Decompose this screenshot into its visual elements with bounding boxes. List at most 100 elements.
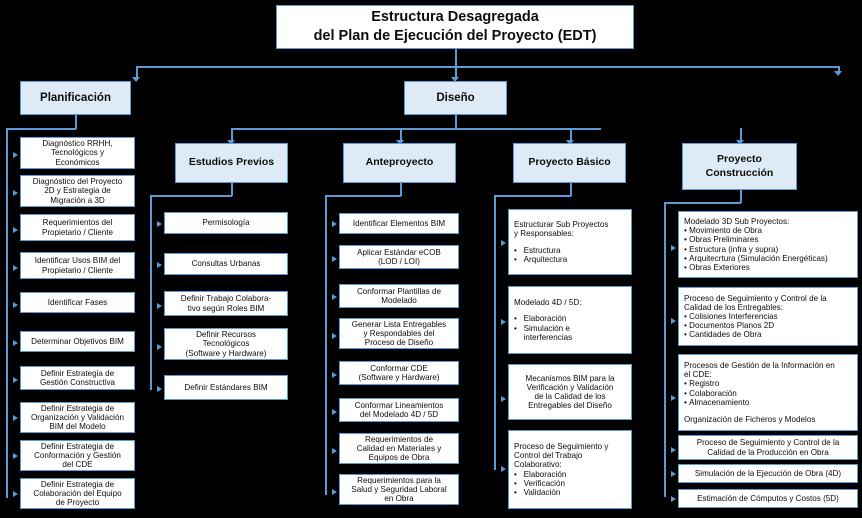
arrow-leaf-c1 [671, 318, 676, 324]
arrow-into-proyecto-construccion [736, 140, 744, 145]
node-diseno-label: Diseño [436, 91, 475, 104]
leaf-construccion-0-heading: Modelado 3D Sub Proyectos: [684, 217, 790, 227]
leaf-estudios-4[interactable]: Definir Estándares BIM [164, 375, 288, 400]
leaf-estudios-2[interactable]: Definir Trabajo Colabora- tivo según Rol… [164, 291, 288, 316]
leaf-planificacion-6[interactable]: Definir Estrategia de Gestión Constructi… [20, 366, 135, 390]
connector-planificacion-stem [75, 114, 77, 129]
leaf-basico-1-bullet-1: • Simulación e interferencias [514, 323, 573, 342]
leaf-planificacion-8[interactable]: Definir Estrategia de Conformación y Ges… [20, 440, 135, 471]
connector-basico-spine [494, 195, 496, 470]
leaf-basico-2[interactable]: Mecanismos BIM para la Verificación y Va… [508, 364, 632, 420]
connector-root-stem [455, 48, 457, 67]
arrow-leaf-e2 [157, 303, 162, 309]
arrow-leaf-e4 [157, 386, 162, 392]
leaf-anteproyecto-0[interactable]: Identificar Elementos BIM [339, 213, 459, 234]
leaf-construccion-0-bullet-4-text: Obras Exteriores [689, 262, 750, 272]
leaf-construccion-1[interactable]: Proceso de Seguimiento y Control de la C… [678, 287, 858, 346]
leaf-estudios-0[interactable]: Permisología [164, 212, 288, 234]
node-proyecto-basico[interactable]: Proyecto Básico [513, 143, 626, 183]
leaf-planificacion-7[interactable]: Definir Estrategia de Organización y Val… [20, 402, 135, 433]
leaf-planificacion-9[interactable]: Definir Estrategia de Colaboración del E… [20, 478, 135, 509]
node-estudios-previos[interactable]: Estudios Previos [175, 143, 288, 183]
leaf-construccion-1-bullet-2-text: Cantidades de Obra [689, 330, 762, 340]
arrow-leaf-e0 [157, 221, 162, 227]
leaf-anteproyecto-4[interactable]: Conformar CDE (Software y Hardware) [339, 361, 459, 385]
leaf-construccion-1-bullet-1: • Documentos Planos 2D [684, 321, 775, 331]
arrow-leaf-c5 [671, 496, 676, 502]
leaf-basico-1[interactable]: Modelado 4D / 5D: • Elaboración • Simula… [508, 286, 632, 354]
leaf-anteproyecto-3-text: Generar Lista Entregables y Respondables… [351, 319, 447, 348]
arrow-leaf-c4 [671, 471, 676, 477]
leaf-basico-1-bullet-1-text: Simulación e interferencias [523, 323, 573, 342]
leaf-construccion-2-heading: Procesos de Gestión de la Información en… [684, 361, 835, 380]
arrow-into-diseno [451, 77, 459, 82]
node-proyecto-construccion[interactable]: Proyecto Construcción [682, 143, 797, 190]
leaf-construccion-0-bullet-3-text: Arquitecrtura (Simulación Energéticas) [689, 253, 828, 263]
leaf-planificacion-2[interactable]: Requerimientos del Propietario / Cliente [20, 214, 135, 241]
leaf-anteproyecto-7-text: Requerimientos para la Salud y Seguridad… [351, 475, 447, 504]
leaf-anteproyecto-3[interactable]: Generar Lista Entregables y Respondables… [339, 318, 459, 349]
connector-root-to-planificacion [136, 66, 138, 78]
arrow-leaf-e1 [157, 262, 162, 268]
leaf-estudios-3-text: Definir Recursos Tecnológicos (Software … [185, 330, 267, 358]
connector-planificacion-bend [6, 128, 76, 130]
leaf-basico-0[interactable]: Estructurar Sub Proyectos y Responsables… [508, 209, 632, 275]
leaf-basico-3-bullet-0-text: Elaboración [523, 469, 567, 479]
node-diseno[interactable]: Diseño [404, 81, 507, 115]
connector-diseno-bus [231, 128, 601, 130]
connector-estudios-stem [231, 183, 233, 196]
leaf-planificacion-1-text: Diagnóstico del Proyecto 2D y Estrategia… [32, 177, 123, 205]
leaf-anteproyecto-1[interactable]: Aplicar Estándar eCOB (LOD / LOI) [339, 245, 459, 269]
leaf-anteproyecto-1-text: Aplicar Estándar eCOB (LOD / LOI) [357, 247, 441, 266]
leaf-estudios-1[interactable]: Consultas Urbanas [164, 253, 288, 275]
arrow-leaf-p7 [13, 415, 18, 421]
leaf-basico-3-bullet-2-text: Validación [523, 487, 561, 497]
arrow-leaf-a6 [332, 448, 337, 454]
leaf-construccion-0-bullet-2-text: Estructura (infra y supra) [689, 244, 779, 254]
leaf-planificacion-3[interactable]: Identificar Usos BIM del Propietario / C… [20, 252, 135, 279]
leaf-construccion-4[interactable]: Simulación de la Ejecución de Obra (4D) [678, 464, 858, 483]
arrow-leaf-p5 [13, 340, 18, 346]
arrow-leaf-b0 [501, 240, 506, 246]
leaf-construccion-0-bullet-1-text: Obras Preliminares [689, 235, 759, 245]
arrow-into-planificacion [132, 77, 140, 82]
leaf-construccion-3[interactable]: Proceso de Seguimiento y Control de la C… [678, 435, 858, 460]
node-anteproyecto[interactable]: Anteproyecto [343, 143, 456, 183]
arrow-leaf-a4 [332, 372, 337, 378]
connector-construccion-bend [664, 202, 741, 204]
leaf-anteproyecto-6[interactable]: Requerimientos de Calidad en Materiales … [339, 433, 459, 464]
leaf-construccion-0-bullet-3: • Arquitecrtura (Simulación Energéticas) [684, 253, 828, 263]
connector-anteproyecto-stem [400, 183, 402, 196]
leaf-planificacion-4[interactable]: Identificar Fases [20, 292, 135, 313]
node-planificacion[interactable]: Planificación [20, 81, 131, 115]
arrow-leaf-b1 [501, 319, 506, 325]
leaf-basico-2-heading: Mecanismos BIM para la Verificación y Va… [525, 373, 615, 411]
leaf-planificacion-0[interactable]: Diagnóstico RRHH, Tecnológicos y Económi… [20, 137, 135, 169]
root-title-box: Estructura Desagregada del Plan de Ejecu… [276, 5, 634, 49]
connector-estudios-bend [150, 195, 232, 197]
leaf-planificacion-5[interactable]: Determinar Objetivos BIM [20, 331, 135, 352]
leaf-construccion-5[interactable]: Estimación de Cómputos y Costos (5D) [678, 489, 858, 508]
leaf-construccion-2-bullet-2: • Almacenamiento [684, 397, 750, 407]
arrow-into-estudios-previos [227, 140, 235, 145]
leaf-basico-3-bullet-0: • Elaboración [514, 469, 567, 479]
arrow-leaf-p3 [13, 265, 18, 271]
leaf-basico-3-bullet-2: • Validación [514, 487, 561, 497]
leaf-basico-0-bullet-1: • Arquitectura [514, 254, 568, 264]
leaf-basico-1-bullet-0: • Elaboración [514, 314, 567, 324]
arrow-into-anteproyecto [396, 140, 404, 145]
leaf-basico-3[interactable]: Proceso de Seguimiento y Control del Tra… [508, 430, 632, 509]
node-proyecto-basico-label: Proyecto Básico [528, 156, 611, 169]
leaf-planificacion-8-text: Definir Estrategia de Conformación y Ges… [34, 441, 121, 470]
leaf-construccion-2-bullet-1: • Colaboración [684, 388, 737, 398]
leaf-construccion-2[interactable]: Procesos de Gestión de la Información en… [678, 354, 858, 431]
leaf-anteproyecto-5[interactable]: Conformar Lineamientos del Modelado 4D /… [339, 398, 459, 422]
leaf-anteproyecto-2[interactable]: Conformar Plantillas de Modelado [339, 284, 459, 308]
leaf-anteproyecto-0-text: Identificar Elementos BIM [352, 218, 446, 228]
leaf-planificacion-1[interactable]: Diagnóstico del Proyecto 2D y Estrategia… [20, 175, 135, 207]
leaf-anteproyecto-7[interactable]: Requerimientos para la Salud y Seguridad… [339, 474, 459, 505]
leaf-basico-0-heading: Estructurar Sub Proyectos y Responsables… [514, 220, 609, 239]
leaf-construccion-0[interactable]: Modelado 3D Sub Proyectos: • Movimiento … [678, 211, 858, 278]
arrow-leaf-a1 [332, 256, 337, 262]
leaf-estudios-3[interactable]: Definir Recursos Tecnológicos (Software … [164, 328, 288, 360]
